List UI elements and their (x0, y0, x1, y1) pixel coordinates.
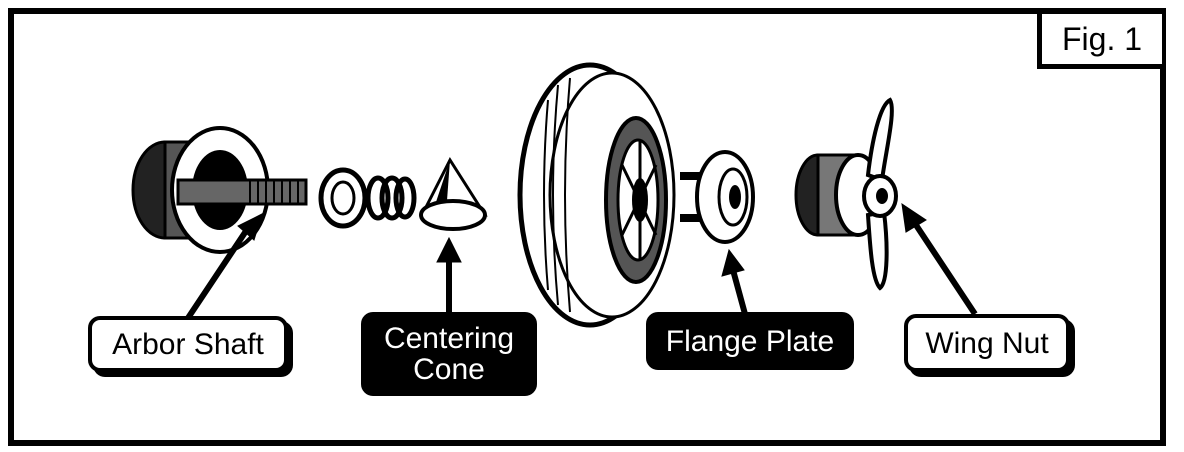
callout-centering-cone: Centering Cone (361, 312, 537, 396)
pointer-arrows (185, 202, 978, 320)
tire-part (517, 62, 676, 328)
centering-cone-part (419, 156, 488, 231)
callout-arbor-shaft-text: Arbor Shaft (112, 327, 264, 361)
callout-wing-nut-text: Wing Nut (925, 326, 1049, 360)
callout-centering-cone-line1: Centering (383, 322, 515, 355)
callout-arbor-shaft: Arbor Shaft (88, 316, 288, 372)
callout-flange-plate: Flange Plate (646, 312, 854, 370)
arbor-shaft-part (131, 126, 308, 254)
wing-nut-part (794, 97, 898, 291)
figure-label-text: Fig. 1 (1061, 20, 1143, 57)
spring-part (318, 167, 417, 229)
callout-flange-plate-text: Flange Plate (665, 324, 835, 358)
callout-wing-nut: Wing Nut (904, 314, 1070, 372)
figure-label: Fig. 1 (1037, 14, 1162, 69)
flange-plate-part (680, 150, 755, 244)
callout-centering-cone-line2: Cone (413, 353, 485, 386)
